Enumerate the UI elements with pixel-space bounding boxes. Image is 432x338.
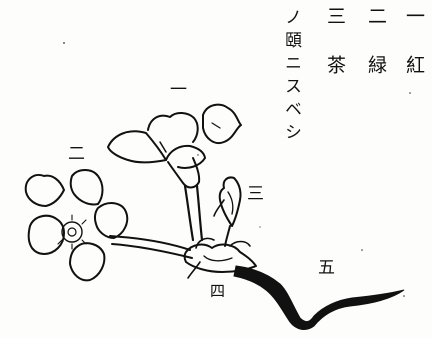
legend-num-1: 一: [403, 6, 425, 25]
flower-bud: [213, 176, 242, 247]
label-four: 四: [210, 282, 226, 300]
legend-instruction: ノ頤ニスベシ: [281, 8, 301, 146]
label-five: 五: [318, 258, 335, 278]
label-one: 一: [170, 80, 187, 100]
legend-col-2: 二緑: [365, 6, 387, 74]
legend-num-2: 二: [365, 6, 387, 25]
ink-specks: [63, 42, 411, 297]
label-two: 二: [68, 144, 85, 164]
legend-col-4: ノ頤ニスベシ: [281, 8, 301, 146]
upper-flower: [107, 103, 242, 189]
label-three: 三: [247, 184, 264, 204]
branch: [233, 265, 405, 330]
legend-word-green: 緑: [365, 55, 387, 74]
legend-word-brown: 茶: [324, 55, 346, 74]
legend-col-1: 一紅: [403, 6, 425, 74]
legend-col-3: 三茶: [324, 6, 346, 74]
legend-num-3: 三: [324, 6, 346, 25]
legend-word-red: 紅: [403, 55, 425, 74]
bract-cluster: [183, 237, 257, 279]
open-flower: [24, 169, 129, 282]
